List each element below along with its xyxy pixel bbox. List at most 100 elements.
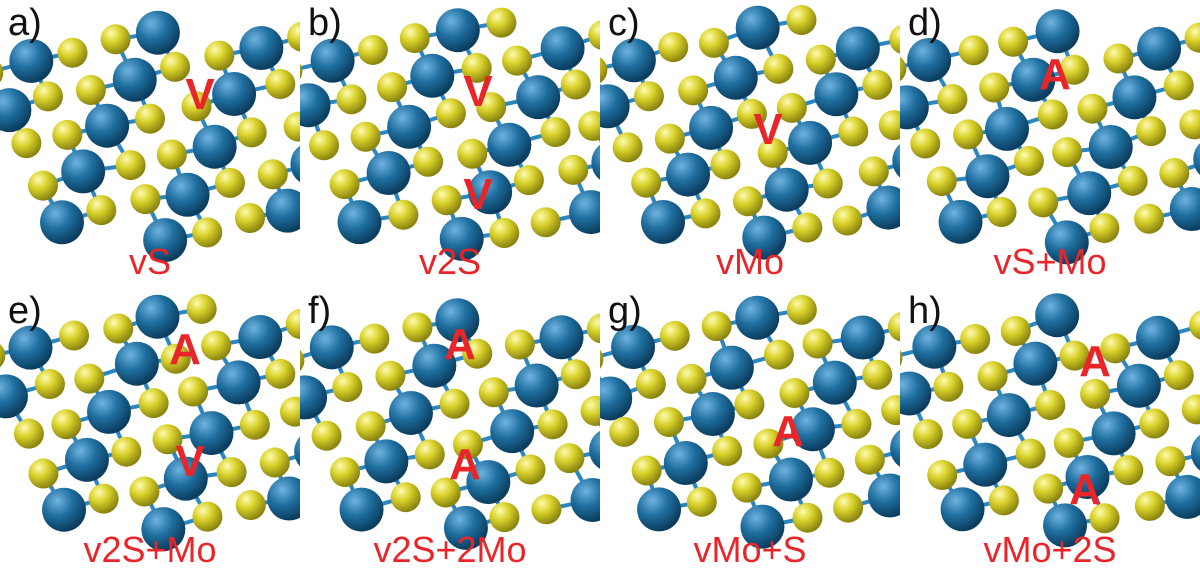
sulfur-atom: [435, 98, 466, 129]
molybdenum-atom: [300, 83, 331, 128]
sulfur-atom: [600, 57, 608, 84]
sulfur-atom: [927, 459, 958, 490]
vacancy-marker: V: [753, 105, 783, 154]
molybdenum-atom: [216, 360, 261, 405]
sulfur-atom: [257, 159, 288, 190]
sulfur-atom: [676, 363, 707, 394]
sulfur-atom: [792, 212, 823, 243]
sulfur-atom: [833, 492, 864, 523]
panel-caption: vMo: [715, 241, 784, 282]
sulfur-atom: [377, 72, 408, 103]
adatom-marker: A: [772, 407, 804, 456]
sulfur-atom: [786, 294, 817, 325]
sulfur-atom: [34, 369, 65, 400]
panel-a: a)vS: [0, 0, 300, 287]
sulfur-atom: [216, 457, 247, 488]
molybdenum-atom: [141, 507, 186, 552]
sulfur-atom: [779, 378, 810, 409]
molybdenum-atom: [938, 199, 983, 244]
molybdenum-atom: [814, 72, 859, 117]
molybdenum-atom: [412, 343, 457, 388]
molybdenum-atom: [963, 442, 1008, 487]
sulfur-atom: [311, 420, 342, 451]
molybdenum-atom: [1013, 341, 1058, 386]
sulfur-atom: [28, 458, 59, 489]
vacancy-marker: V: [185, 70, 215, 119]
sulfur-atom: [234, 202, 265, 233]
sulfur-atom: [52, 119, 83, 150]
sulfur-atom: [953, 119, 984, 150]
molybdenum-atom: [1116, 363, 1161, 408]
adatom-marker: A: [449, 440, 481, 489]
sulfur-atom: [912, 419, 943, 450]
sulfur-atom: [355, 411, 386, 442]
panel-letter: a): [8, 2, 42, 44]
sulfur-atom: [792, 502, 823, 533]
sulfur-atom: [1033, 473, 1064, 504]
molybdenum-atom: [310, 38, 355, 83]
molybdenum-atom: [641, 199, 686, 244]
sulfur-atom: [192, 217, 223, 248]
sulfur-atom: [265, 358, 296, 389]
panel-letter: e): [8, 290, 42, 332]
sulfur-atom: [336, 84, 367, 115]
sulfur-atom: [878, 110, 900, 141]
molybdenum-atom: [986, 393, 1031, 438]
sulfur-atom: [0, 344, 6, 368]
sulfur-atom: [439, 388, 470, 419]
sulfur-atom: [259, 447, 290, 478]
sulfur-atom: [858, 156, 889, 187]
sulfur-atom: [952, 408, 983, 439]
sulfur-atom: [0, 63, 4, 82]
sulfur-atom: [1189, 310, 1200, 340]
sulfur-atom: [690, 198, 721, 229]
molybdenum-atom: [912, 324, 957, 369]
sulfur-atom: [841, 408, 872, 439]
molybdenum-atom: [294, 436, 300, 467]
sulfur-atom: [736, 98, 767, 129]
sulfur-atom: [977, 361, 1008, 392]
sulfur-atom: [402, 312, 433, 343]
molybdenum-atom: [337, 200, 382, 245]
molybdenum-atom: [143, 218, 188, 263]
panel-g: g)vMo+S: [600, 288, 900, 575]
molybdenum-atom: [468, 170, 513, 215]
sulfur-atom: [357, 34, 388, 65]
sulfur-atom: [698, 27, 729, 58]
sulfur-atom: [486, 7, 517, 38]
sulfur-atom: [988, 485, 1019, 516]
molybdenum-atom: [435, 8, 480, 53]
panel-caption: v2S+Mo: [83, 529, 217, 570]
adatom-marker: A: [1039, 50, 1071, 99]
sulfur-atom: [1089, 213, 1120, 244]
sulfur-atom: [1155, 446, 1186, 477]
adatom-marker: A: [169, 325, 201, 374]
sulfur-atom: [560, 359, 591, 390]
molybdenum-atom: [309, 325, 354, 370]
sulfur-atom: [504, 329, 535, 360]
sulfur-atom: [757, 137, 788, 168]
sulfur-atom: [554, 443, 585, 474]
sulfur-atom: [763, 339, 794, 370]
sulfur-atom: [287, 21, 300, 52]
sulfur-atom: [300, 63, 303, 80]
molybdenum-atom: [1091, 411, 1136, 456]
atomic-structure-illustration: [600, 5, 900, 260]
sulfur-atom: [476, 92, 507, 123]
panel-letter: f): [308, 290, 332, 332]
panel-h: h)vMo+2S: [900, 288, 1200, 575]
molybdenum-atom: [788, 120, 833, 165]
sulfur-atom: [712, 436, 743, 467]
sulfur-atom: [854, 444, 885, 475]
sulfur-atom: [887, 311, 900, 342]
sulfur-atom: [130, 184, 161, 215]
sulfur-atom: [283, 111, 300, 142]
molybdenum-atom: [165, 172, 210, 217]
sulfur-atom: [530, 207, 561, 238]
sulfur-atom: [540, 116, 571, 147]
molybdenum-atom: [892, 143, 900, 178]
molybdenum-atom: [290, 145, 300, 183]
atomic-structure-illustration: [300, 298, 600, 550]
sulfur-atom: [1035, 389, 1066, 420]
